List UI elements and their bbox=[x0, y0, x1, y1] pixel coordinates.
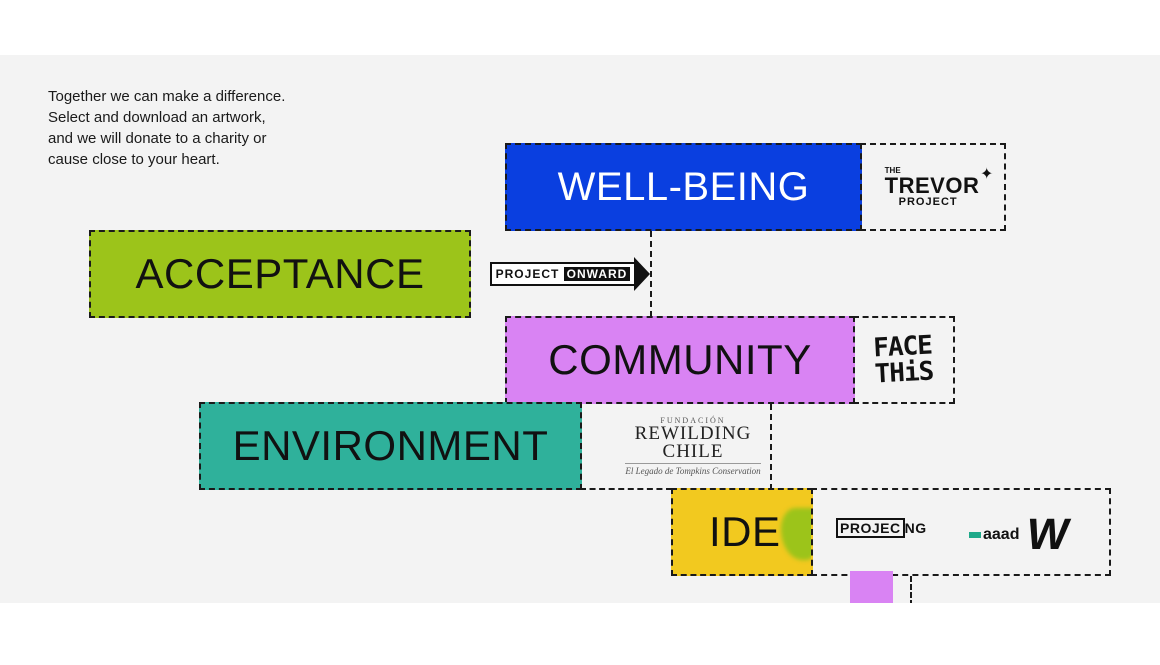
trevor-project-logo: THE TREVOR PROJECT ✦ bbox=[884, 165, 994, 208]
logo-text: TREVOR bbox=[884, 172, 980, 198]
connector-line bbox=[650, 231, 652, 317]
project-onward-logo-box[interactable]: PROJECT ONWARD bbox=[469, 230, 651, 318]
intro-text: Together we can make a difference. Selec… bbox=[48, 86, 368, 170]
cause-label: ENVIRONMENT bbox=[232, 422, 549, 469]
paint-smear bbox=[781, 508, 811, 560]
project-onward-logo: PROJECT ONWARD bbox=[489, 257, 651, 291]
logo-text: FUNDACIÓN bbox=[660, 416, 726, 425]
logo-text: REWILDING bbox=[634, 423, 752, 444]
intro-line: Select and download an artwork, bbox=[48, 109, 266, 126]
connector-line bbox=[580, 488, 672, 490]
cause-tile-partial[interactable] bbox=[850, 571, 893, 603]
cause-environment-tile[interactable]: ENVIRONMENT bbox=[199, 402, 582, 490]
aaad-logo: aaad W bbox=[969, 510, 1073, 559]
intro-line: and we will donate to a charity or bbox=[48, 130, 267, 147]
cause-identity-tile[interactable]: IDE bbox=[671, 488, 813, 576]
cause-label: COMMUNITY bbox=[548, 336, 812, 383]
connector-line bbox=[910, 576, 912, 603]
intro-line: Together we can make a difference. bbox=[48, 88, 286, 105]
cause-wellbeing-tile[interactable]: WELL-BEING bbox=[505, 143, 862, 231]
logo-text: THiS bbox=[873, 356, 934, 390]
connector-line bbox=[770, 404, 772, 490]
logo-text: THE bbox=[884, 165, 901, 175]
intro-line: cause close to your heart. bbox=[48, 151, 220, 168]
artwork-canvas: Together we can make a difference. Selec… bbox=[0, 55, 1160, 603]
aaad-logo-box[interactable] bbox=[811, 488, 1111, 576]
cause-label: WELL-BEING bbox=[557, 164, 810, 209]
logo-mark: W bbox=[1023, 510, 1074, 559]
cause-label: IDE bbox=[709, 508, 781, 555]
logo-text: PROJECT bbox=[898, 195, 958, 208]
logo-text: El Legado de Tompkins Conservation bbox=[625, 463, 761, 476]
logo-text: aaad bbox=[969, 526, 1019, 544]
logo-text: PROJECT ONWARD bbox=[489, 262, 637, 286]
arrow-right-icon bbox=[634, 257, 651, 291]
cause-community-tile[interactable]: COMMUNITY bbox=[505, 316, 855, 404]
rewilding-chile-logo-box[interactable]: FUNDACIÓN REWILDING CHILE El Legado de T… bbox=[580, 402, 772, 490]
cause-label: ACCEPTANCE bbox=[135, 250, 425, 297]
trevor-project-logo-box[interactable]: THE TREVOR PROJECT ✦ bbox=[860, 143, 1006, 231]
face-this-logo: FACE THiS bbox=[872, 331, 934, 390]
rewilding-chile-logo: FUNDACIÓN REWILDING CHILE El Legado de T… bbox=[625, 416, 761, 476]
cause-acceptance-tile[interactable]: ACCEPTANCE bbox=[89, 230, 471, 318]
star-icon: ✦ bbox=[979, 165, 994, 183]
logo-text: CHILE bbox=[662, 441, 724, 462]
face-this-logo-box[interactable]: FACE THiS bbox=[853, 316, 955, 404]
